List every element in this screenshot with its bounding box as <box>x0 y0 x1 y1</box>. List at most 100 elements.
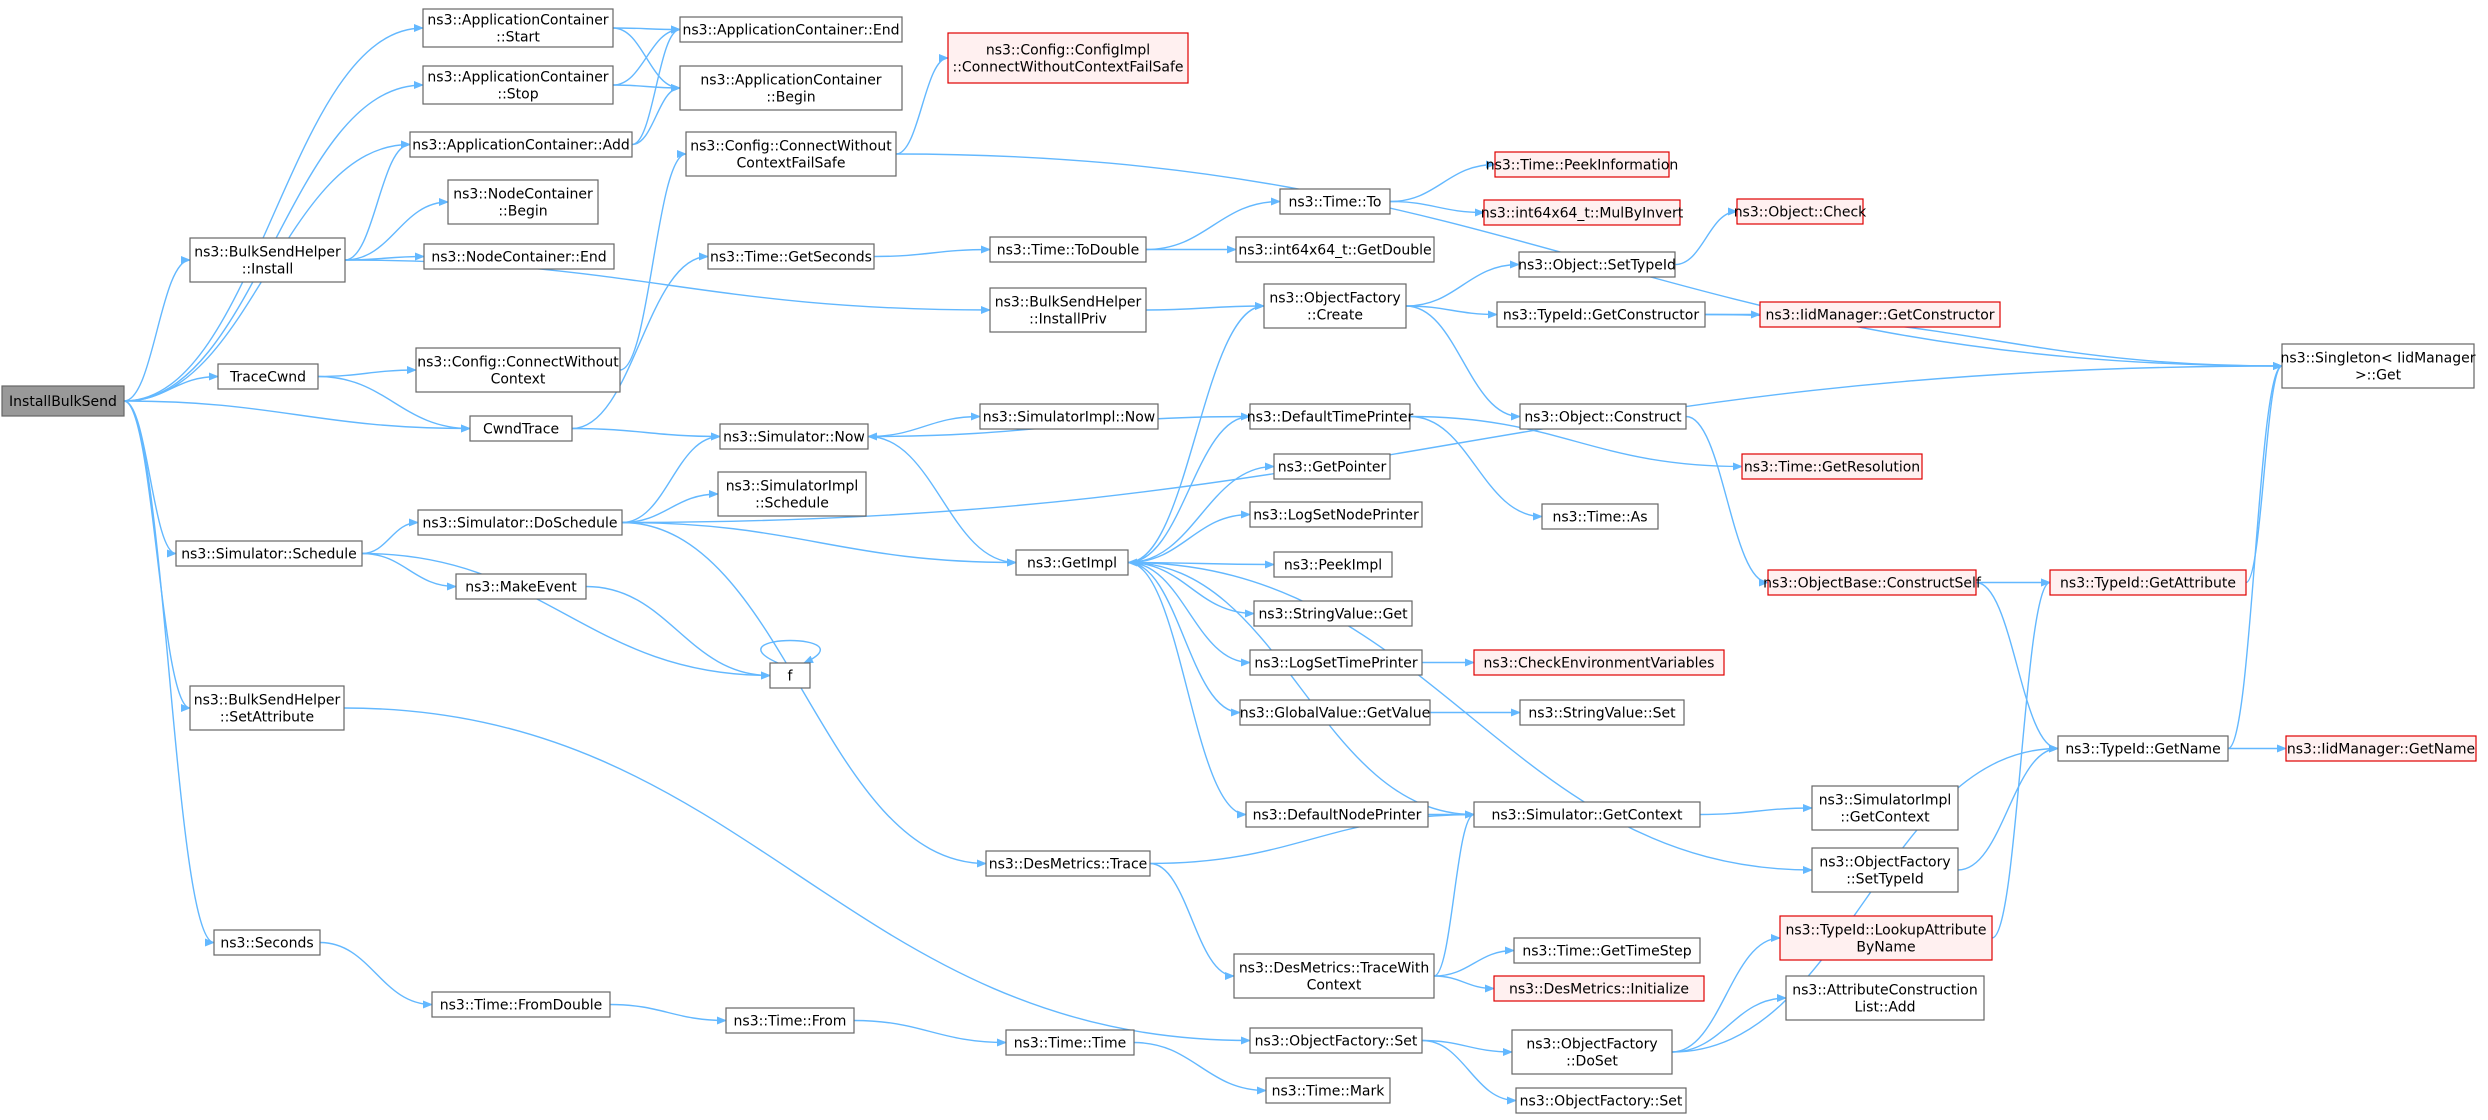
node-checkEnv[interactable]: ns3::CheckEnvironmentVariables <box>1473 649 1725 676</box>
edge-line <box>612 25 681 34</box>
edge-bsSetAttr-to-ofSet <box>343 707 1251 1045</box>
node-acEnd[interactable]: ns3::ApplicationContainer::End <box>679 16 903 43</box>
edge-line <box>2227 362 2283 750</box>
node-timeGetSeconds[interactable]: ns3::Time::GetSeconds <box>707 243 875 270</box>
edge-traceCwnd-to-cfgCwc <box>317 366 417 378</box>
node-iidGetCtor[interactable]: ns3::IidManager::GetConstructor <box>1759 301 2001 328</box>
node-gvGetValue[interactable]: ns3::GlobalValue::GetValue <box>1239 699 1431 726</box>
node-label: ns3::PeekImpl <box>1284 558 1382 574</box>
node-ncBegin[interactable]: ns3::NodeContainer::Begin <box>447 179 599 225</box>
node-obConstructSelf[interactable]: ns3::ObjectBase::ConstructSelf <box>1763 569 1982 596</box>
node-ofSet[interactable]: ns3::ObjectFactory::Set <box>1249 1027 1423 1054</box>
node-label: ns3::Time::As <box>1552 510 1647 526</box>
node-cwndTrace[interactable]: CwndTrace <box>469 415 573 442</box>
node-box <box>447 179 599 225</box>
node-simImplGetContext[interactable]: ns3::SimulatorImpl::GetContext <box>1811 785 1959 831</box>
node-getPointer[interactable]: ns3::GetPointer <box>1273 453 1391 480</box>
node-label: ns3::Simulator::GetContext <box>1491 808 1683 824</box>
node-ncEnd[interactable]: ns3::NodeContainer::End <box>423 243 615 270</box>
node-label: ns3::CheckEnvironmentVariables <box>1484 656 1715 672</box>
node-label: ns3::IidManager::GetConstructor <box>1765 308 1994 324</box>
node-traceCwnd[interactable]: TraceCwnd <box>217 363 319 390</box>
node-seconds[interactable]: ns3::Seconds <box>213 929 321 956</box>
node-timeToDouble[interactable]: ns3::Time::ToDouble <box>989 236 1147 263</box>
node-ofSet2[interactable]: ns3::ObjectFactory::Set <box>1515 1087 1687 1114</box>
node-objCheck[interactable]: ns3::Object::Check <box>1734 198 1867 225</box>
node-tidGetAttr[interactable]: ns3::TypeId::GetAttribute <box>2049 569 2247 596</box>
node-getRes[interactable]: ns3::Time::GetResolution <box>1741 453 1923 480</box>
node-box <box>1239 699 1431 726</box>
node-ofSetTypeId[interactable]: ns3::ObjectFactory::SetTypeId <box>1811 847 1959 893</box>
node-timeGetTimeStep[interactable]: ns3::Time::GetTimeStep <box>1513 937 1701 964</box>
node-acBegin[interactable]: ns3::ApplicationContainer::Begin <box>679 65 903 111</box>
node-cfgCwc[interactable]: ns3::Config::ConnectWithoutContext <box>415 347 621 393</box>
node-ofDoSet[interactable]: ns3::ObjectFactory::DoSet <box>1511 1029 1673 1075</box>
edge-line <box>1409 415 1743 471</box>
node-peekImpl[interactable]: ns3::PeekImpl <box>1273 551 1393 578</box>
node-label: ns3::ObjectBase::ConstructSelf <box>1763 576 1982 592</box>
edge-line <box>1957 744 2059 871</box>
node-timeTime[interactable]: ns3::Time::Time <box>1005 1029 1135 1056</box>
node-bsInstall[interactable]: ns3::BulkSendHelper::Install <box>189 237 346 283</box>
node-timeTo[interactable]: ns3::Time::To <box>1279 188 1391 215</box>
node-mulByInvert[interactable]: ns3::int64x64_t::MulByInvert <box>1481 199 1684 226</box>
node-ofCreate[interactable]: ns3::ObjectFactory::Create <box>1263 283 1407 329</box>
node-simImplNow[interactable]: ns3::SimulatorImpl::Now <box>979 403 1159 430</box>
node-acStop[interactable]: ns3::ApplicationContainer::Stop <box>422 65 614 105</box>
node-i64GetDouble[interactable]: ns3::int64x64_t::GetDouble <box>1235 236 1435 263</box>
node-objSetTypeId[interactable]: ns3::Object::SetTypeId <box>1518 251 1676 278</box>
node-tidGetCtor[interactable]: ns3::TypeId::GetConstructor <box>1496 301 1706 328</box>
node-peekInfo[interactable]: ns3::Time::PeekInformation <box>1486 151 1679 178</box>
node-bsSetAttr[interactable]: ns3::BulkSendHelper::SetAttribute <box>189 685 345 731</box>
node-box <box>2049 569 2247 596</box>
node-objConstruct[interactable]: ns3::Object::Construct <box>1519 403 1687 430</box>
edge-line <box>123 24 424 402</box>
node-label: ::Begin <box>766 90 815 106</box>
node-defNodePrinter[interactable]: ns3::DefaultNodePrinter <box>1245 801 1429 828</box>
node-singleton[interactable]: ns3::Singleton< IidManager >::Get <box>2281 343 2476 389</box>
node-acAdd[interactable]: ns3::ApplicationContainer::Add <box>409 131 633 158</box>
node-timeFrom[interactable]: ns3::Time::From <box>725 1007 855 1034</box>
node-simSchedule[interactable]: ns3::Simulator::Schedule <box>175 540 363 567</box>
node-timeAs[interactable]: ns3::Time::As <box>1541 503 1659 530</box>
node-dmTrace[interactable]: ns3::DesMetrics::Trace <box>985 850 1151 877</box>
edge-obConstructSelf-to-tidGetName <box>1975 581 2059 753</box>
node-getImpl[interactable]: ns3::GetImpl <box>1015 549 1129 576</box>
node-simNow[interactable]: ns3::Simulator::Now <box>719 423 869 450</box>
node-label: ns3::ApplicationContainer::Add <box>412 138 629 154</box>
node-label: ::InstallPriv <box>1029 312 1107 328</box>
node-iidGetName[interactable]: ns3::IidManager::GetName <box>2285 735 2477 762</box>
node-strGet[interactable]: ns3::StringValue::Get <box>1253 600 1413 627</box>
edge-acAdd-to-acBegin <box>631 84 681 146</box>
node-cfgCwcfs[interactable]: ns3::Config::ConnectWithoutContextFailSa… <box>685 131 897 177</box>
edge-acStart-to-acEnd <box>612 25 681 34</box>
node-label: ns3::Config::ConnectWithout <box>690 139 892 155</box>
node-defTimePrinter[interactable]: ns3::DefaultTimePrinter <box>1247 403 1414 430</box>
node-label: TraceCwnd <box>229 370 306 386</box>
node-label: ns3::TypeId::GetConstructor <box>1503 308 1699 324</box>
node-makeEvent[interactable]: ns3::MakeEvent <box>455 573 587 600</box>
node-root[interactable]: InstallBulkSend <box>1 385 125 417</box>
node-bsInstallPriv[interactable]: ns3::BulkSendHelper::InstallPriv <box>989 287 1147 333</box>
node-box <box>719 423 869 450</box>
node-tidGetName[interactable]: ns3::TypeId::GetName <box>2057 735 2229 762</box>
node-dmInit[interactable]: ns3::DesMetrics::Initialize <box>1493 975 1705 1002</box>
node-strSet[interactable]: ns3::StringValue::Set <box>1519 699 1685 726</box>
node-acStart[interactable]: ns3::ApplicationContainer::Start <box>422 8 614 48</box>
node-cfgImpl[interactable]: ns3::Config::ConfigImpl::ConnectWithoutC… <box>947 32 1189 84</box>
node-timeFromDouble[interactable]: ns3::Time::FromDouble <box>431 991 611 1018</box>
edge-tidGetName-to-singleton <box>2227 362 2283 750</box>
node-simDoSchedule[interactable]: ns3::Simulator::DoSchedule <box>417 509 623 536</box>
node-timeMark[interactable]: ns3::Time::Mark <box>1265 1077 1391 1104</box>
node-simGetContext[interactable]: ns3::Simulator::GetContext <box>1473 801 1701 828</box>
node-box <box>189 237 346 283</box>
node-logSetNodePrinter[interactable]: ns3::LogSetNodePrinter <box>1249 501 1423 528</box>
node-simImplSchedule[interactable]: ns3::SimulatorImpl::Schedule <box>717 471 867 517</box>
node-label: ns3::ObjectFactory::Set <box>1520 1094 1683 1110</box>
node-label: ns3::Time::GetResolution <box>1744 460 1920 476</box>
node-logSetTimePrinter[interactable]: ns3::LogSetTimePrinter <box>1249 649 1423 676</box>
node-f[interactable]: f <box>769 662 811 689</box>
